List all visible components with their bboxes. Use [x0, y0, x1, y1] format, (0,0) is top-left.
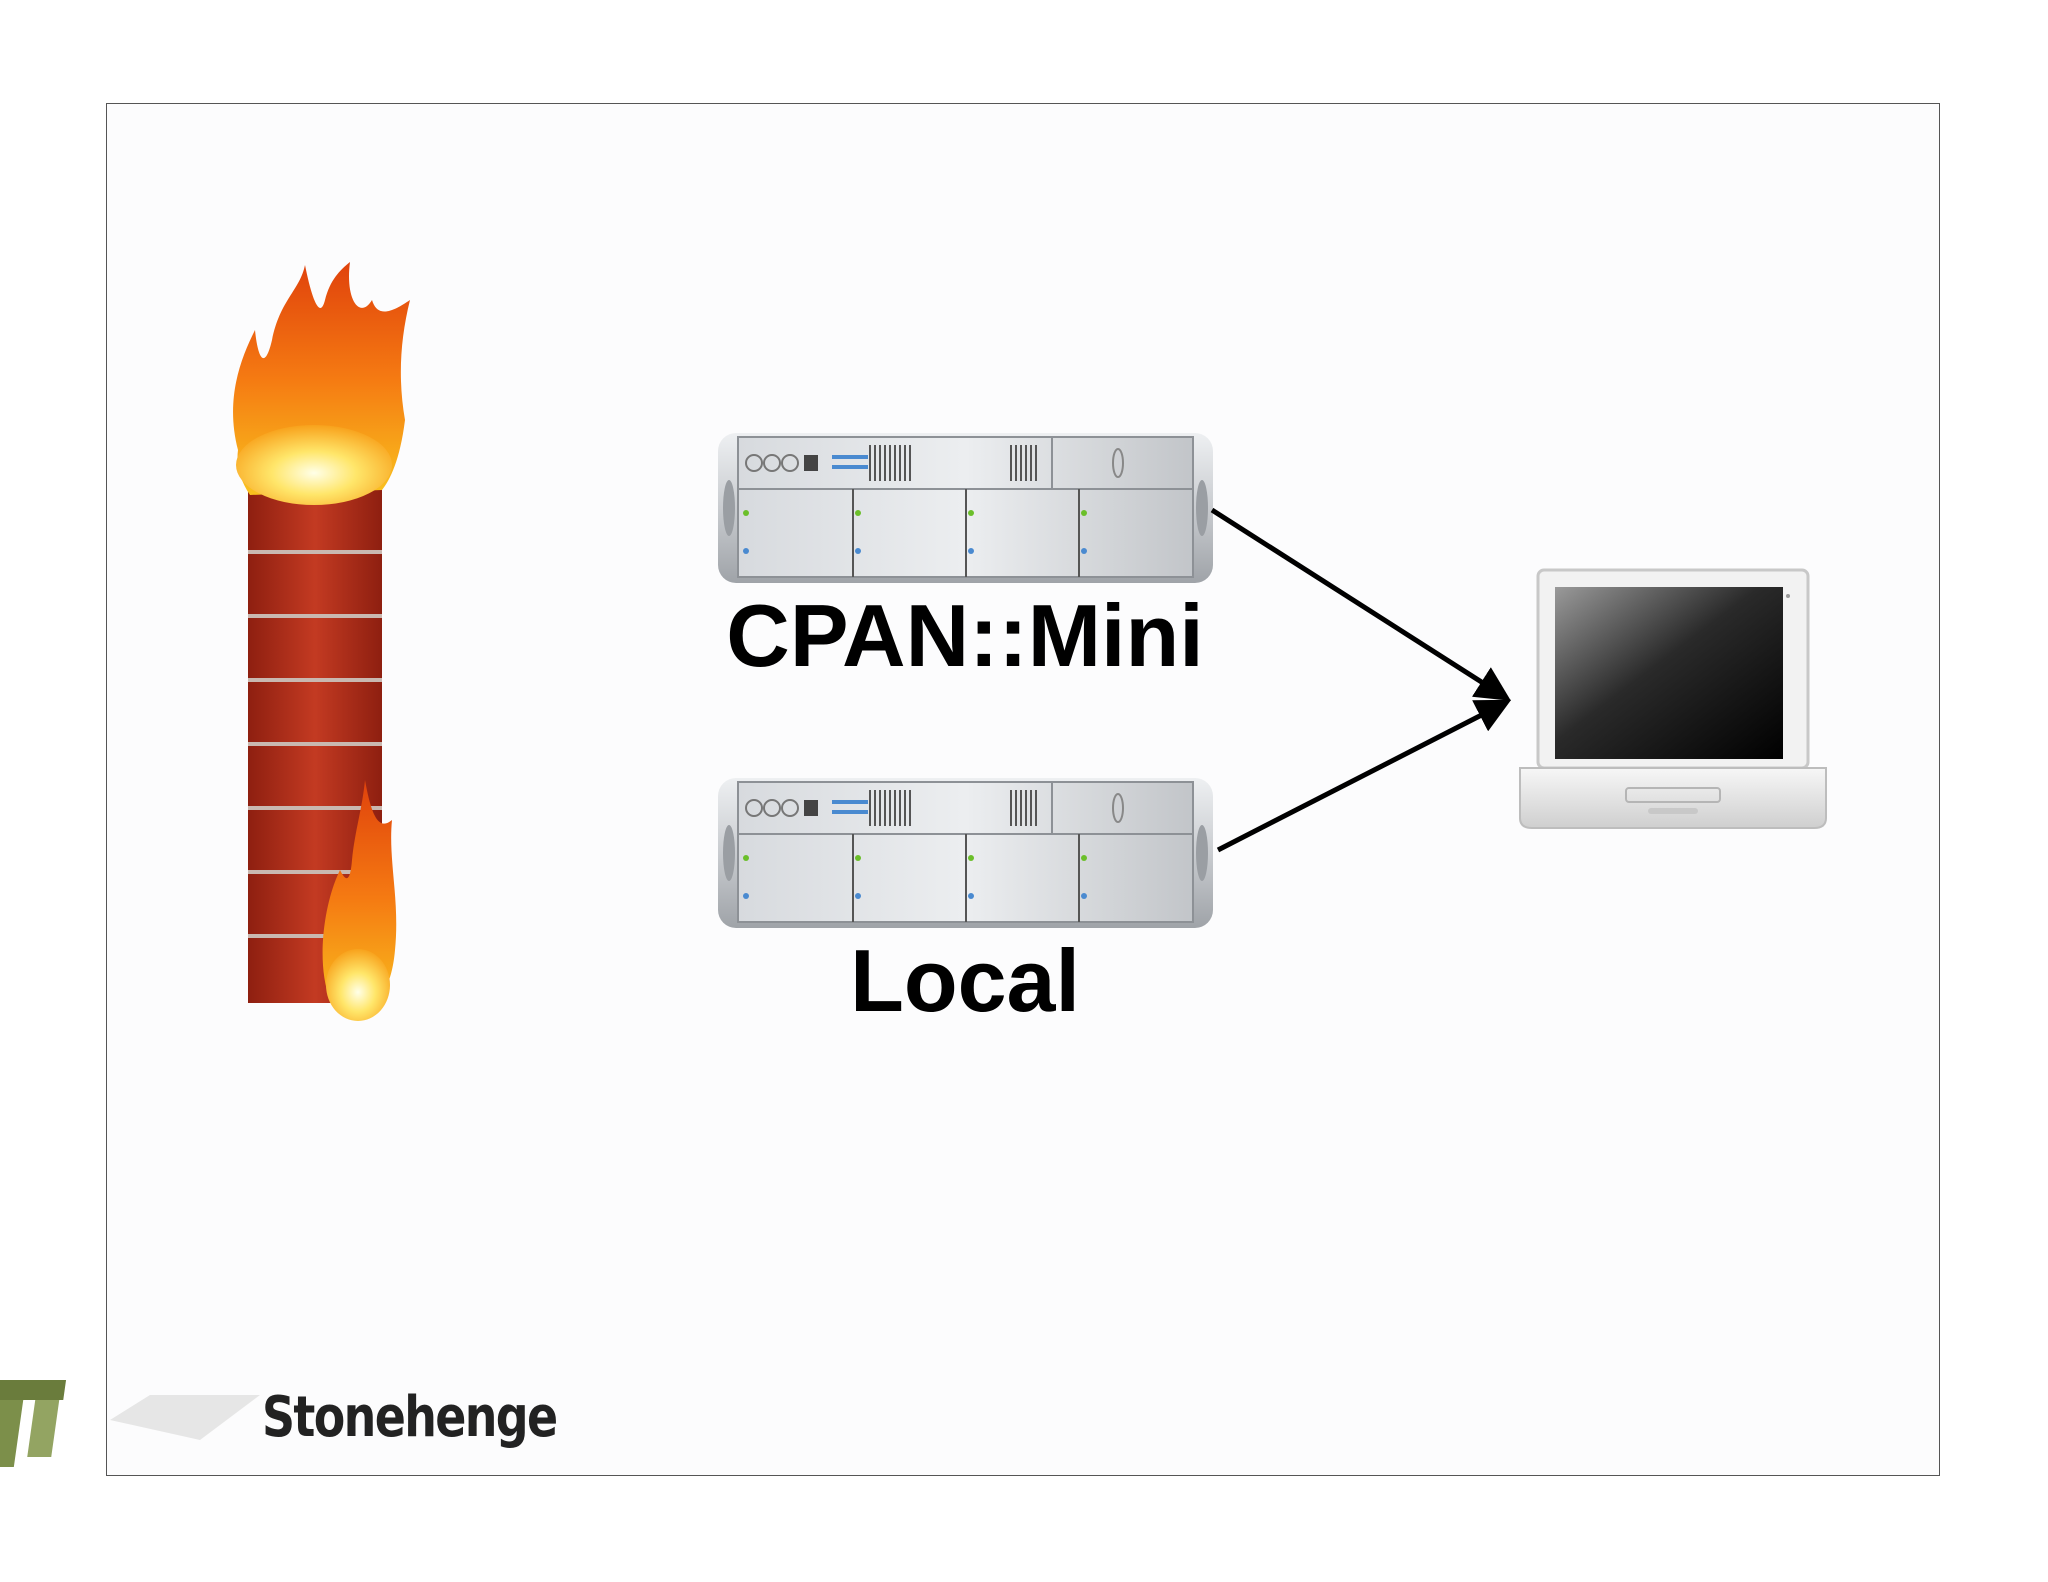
local-label: Local	[850, 931, 1080, 1030]
cpan-mini-label: CPAN::Mini	[726, 586, 1204, 685]
laptop-icon	[1519, 568, 1827, 829]
local-server-icon	[718, 778, 1213, 928]
burning-firewall-icon	[233, 262, 410, 1021]
arrow-cpan-to-laptop	[1210, 507, 1511, 701]
stonehenge-logo-icon	[0, 1380, 260, 1467]
cpan-mini-server-icon	[718, 433, 1213, 583]
stonehenge-logo-text: Stonehenge	[262, 1385, 558, 1450]
arrow-local-to-laptop	[1216, 699, 1512, 853]
